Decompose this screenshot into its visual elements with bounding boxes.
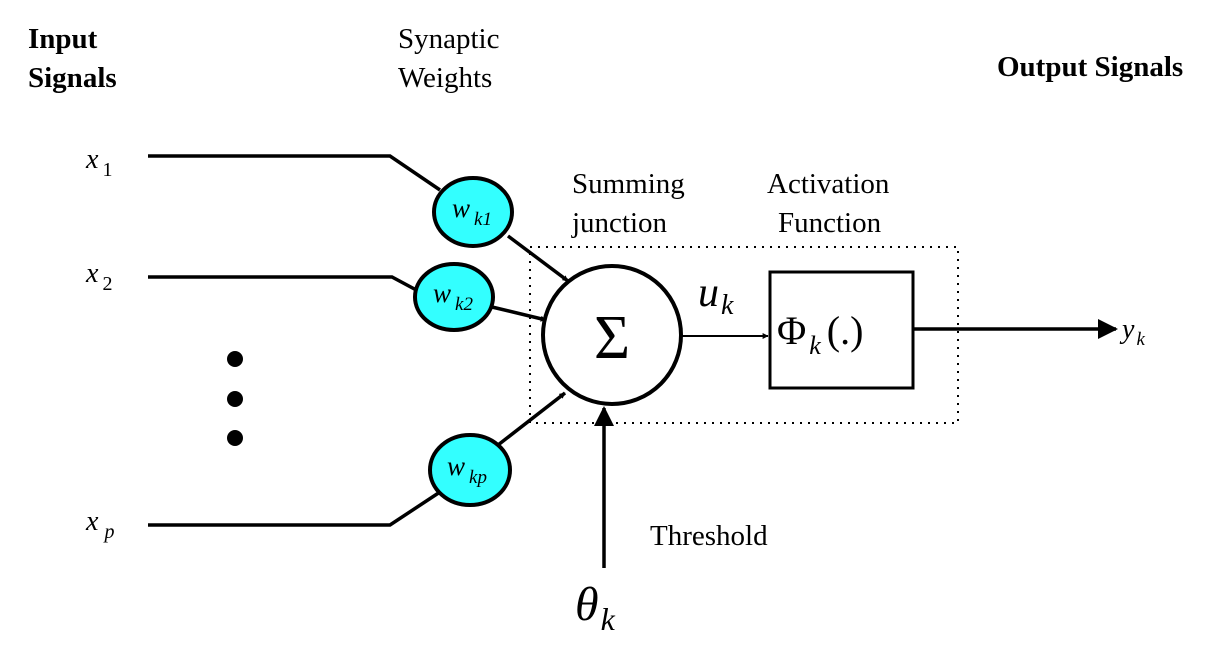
summing-junction-label-line2: junction — [571, 207, 668, 239]
synaptic-weights-label-line1: Synaptic — [398, 23, 500, 55]
threshold-symbol: θk — [575, 578, 616, 637]
summing-junction-label-line1: Summing — [572, 168, 685, 200]
sum-symbol: Σ — [594, 304, 630, 372]
svg-text:wkp: wkp — [447, 451, 487, 488]
neuron-boundary — [529, 246, 959, 424]
input-wire-1 — [148, 154, 441, 192]
input-wire-2 — [148, 275, 421, 294]
input-signals-label-line2: Signals — [28, 62, 117, 94]
ellipsis-dot-2 — [227, 391, 243, 407]
input-signals-label-line1: Input — [28, 23, 98, 55]
output-signals-label: Output Signals — [997, 51, 1183, 83]
weight-arrow-p — [496, 391, 567, 447]
weight-arrow-1 — [506, 234, 570, 283]
activation-function-label-line2: Function — [778, 207, 882, 239]
summing-junction-node: Σ — [541, 264, 683, 406]
activation-function-label-line1: Activation — [767, 168, 890, 200]
weight-arrow-2 — [491, 305, 547, 322]
threshold-label: Threshold — [650, 520, 768, 552]
synaptic-weights-label-line2: Weights — [398, 62, 492, 94]
input-wire-p — [148, 490, 441, 527]
ellipsis-dot-3 — [227, 430, 243, 446]
ellipsis-dot-1 — [227, 351, 243, 367]
svg-text:wk2: wk2 — [433, 278, 473, 315]
svg-text:wk1: wk1 — [452, 193, 492, 230]
net-input-uk: uk — [698, 270, 734, 321]
